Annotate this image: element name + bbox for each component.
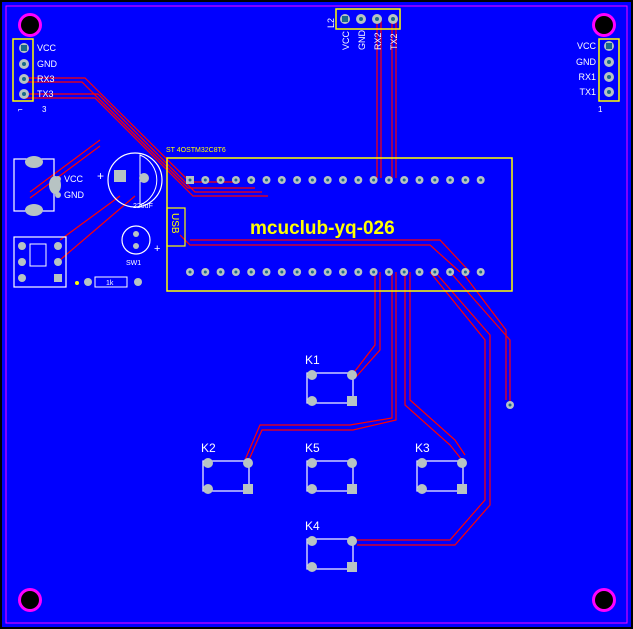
mcu-pin [262,268,271,276]
left-pin-label: GND [37,59,58,69]
push-button-label: K5 [305,441,320,455]
module-silkscreen: ST 4OSTM32C8T6 [166,147,226,154]
mcu-pin [400,176,409,184]
power-vcc-label: VCC [64,174,84,184]
usb-label: USB [169,213,180,234]
mcu-pins [186,176,485,276]
mcu-pin [446,176,455,184]
mcu-pin [308,176,317,184]
mcu-pin [430,268,439,276]
mcu-pin [400,268,409,276]
mcu-pin [216,268,225,276]
capacitor-plus: + [97,169,104,183]
mcu-pin [415,268,424,276]
right-pin-label: VCC [577,41,597,51]
mcu-pin [247,176,256,184]
power-switch [13,236,67,288]
mcu-module [166,157,513,292]
mcu-pin [293,268,302,276]
mcu-pin [354,268,363,276]
top-header [335,8,401,30]
left-header [12,38,34,102]
top-header-mark: L2 [326,18,336,28]
capacitor-value: 220uF [133,203,153,210]
push-button-label: K1 [305,353,320,367]
mcu-pin [277,176,286,184]
push-button-label: K2 [201,441,216,455]
vias [506,401,514,409]
mcu-pin [476,176,485,184]
push-button-k1: K1 [305,353,357,406]
mcu-pin [369,268,378,276]
right-pin-label: GND [576,57,597,67]
mcu-pin [369,176,378,184]
push-button-label: K4 [305,519,320,533]
power-gnd-label: GND [64,190,85,200]
mcu-pin [186,176,194,184]
left-pin-label: RX3 [37,74,55,84]
board-edge [5,5,628,624]
push-button-k5: K5 [305,441,357,494]
mcu-pin [476,268,485,276]
mcu-pin [231,268,240,276]
top-pin-label: RX2 [373,32,383,50]
resistor [75,276,142,288]
power-jack [13,156,61,216]
mcu-pin [354,176,363,184]
mcu-pin [415,176,424,184]
mcu-pin [461,268,470,276]
top-pin-label: VCC [341,30,351,50]
mcu-pin [186,268,194,276]
left-pin-label: VCC [37,43,57,53]
right-pin-label: TX1 [579,87,596,97]
mounting-holes [18,13,616,612]
mcu-pin [293,176,302,184]
mcu-pin [384,268,393,276]
push-button-k4: K4 [305,519,357,572]
mcu-pin [247,268,256,276]
traces [24,18,511,546]
mcu-pin [231,176,240,184]
sw1-switch [121,225,151,255]
mcu-pin [339,268,347,276]
left-header-ref: ⌐ [18,105,23,114]
mcu-pin [384,176,393,184]
sw1-plus: + [154,243,160,255]
mcu-pin [323,268,332,276]
right-header [598,38,620,102]
mcu-pin [461,176,470,184]
top-pin-label: GND [357,30,367,51]
top-pin-label: TX2 [389,33,399,50]
left-pin-label: TX3 [37,89,54,99]
right-header-num: 1 [598,105,603,114]
mcu-pin [262,176,271,184]
push-button-k2: K2 [201,441,253,494]
mcu-pin [308,268,317,276]
mcu-pin [323,176,332,184]
mcu-pin [201,176,210,184]
sw1-label: SW1 [126,260,141,267]
mcu-pin [277,268,286,276]
mcu-pin [446,268,455,276]
right-pin-label: RX1 [578,72,596,82]
mcu-pin [339,176,347,184]
mcu-pin [216,176,225,184]
resistor-value: 1k [106,280,114,287]
push-button-k3: K3 [415,441,467,494]
left-header-num: 3 [42,105,47,114]
board-title: mcuclub-yq-026 [250,218,395,239]
mcu-pin [201,268,210,276]
push-button-label: K3 [415,441,430,455]
capacitor [107,152,163,208]
mcu-pin [430,176,439,184]
